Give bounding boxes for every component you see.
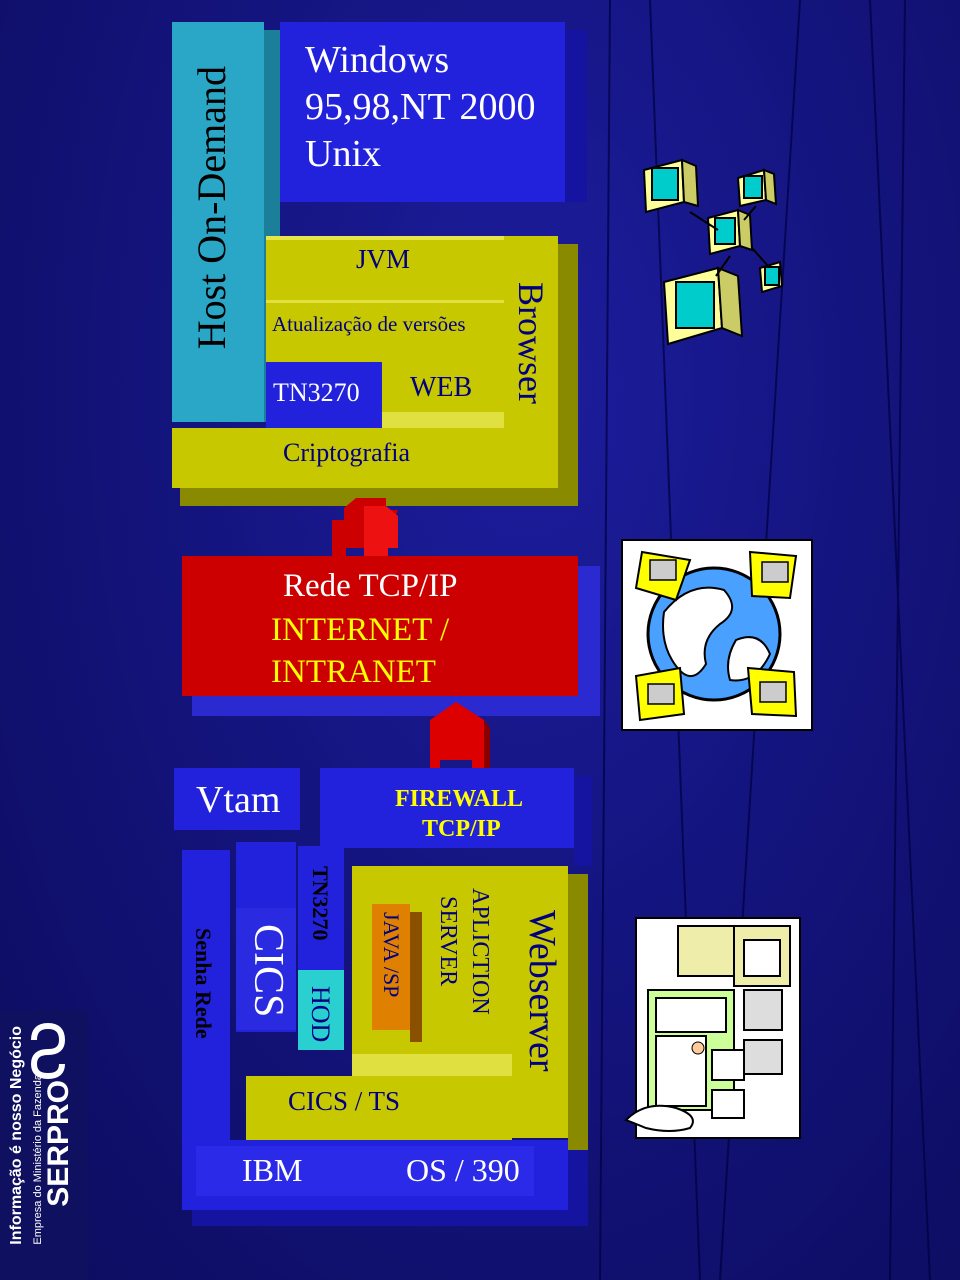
firewall-box (320, 768, 574, 848)
ibm-label: IBM (242, 1152, 303, 1188)
os390-base-side (568, 1150, 588, 1226)
network-box-side (578, 566, 600, 716)
app-server-line-2: SERVER (435, 896, 461, 987)
os-line-1: Windows (305, 39, 450, 81)
tn3270-mf-label: TN3270 (308, 866, 333, 941)
webserver-label: Webserver (521, 910, 563, 1072)
app-server-line-1: APLICTION (467, 888, 493, 1015)
webserver-box-side (568, 874, 588, 1160)
tn3270-box (266, 362, 382, 428)
vtam-label: Vtam (196, 779, 281, 821)
network-line-1: Rede TCP/IP (283, 568, 458, 604)
cics-box (236, 908, 296, 1030)
hod-box (298, 970, 344, 1050)
cics-ts-step (352, 1054, 512, 1076)
os390-base-bottom (192, 1210, 588, 1226)
firewall-line-1: FIREWALL (395, 786, 524, 812)
serpro-name: SERPRO (42, 1080, 75, 1207)
cics-label: CICS (245, 924, 291, 1018)
network-box-bottom (192, 696, 600, 716)
java-box (372, 904, 410, 1030)
os390-label: OS / 390 (406, 1152, 520, 1188)
java-label: JAVA /SP (379, 912, 404, 998)
web-label: WEB (410, 372, 473, 403)
serpro-sub: Empresa do Ministério da Fazenda (32, 1074, 44, 1245)
network-box (182, 556, 578, 696)
browser-label: Browser (511, 282, 551, 404)
firewall-box-side (574, 776, 592, 866)
network-line-2: INTERNET / (271, 612, 450, 648)
java-box-side (410, 912, 422, 1042)
os-line-2: 95,98,NT 2000 (305, 86, 536, 128)
os-box-side (565, 30, 587, 202)
firewall-line-2: TCP/IP (422, 816, 501, 842)
host-column (172, 22, 264, 422)
os-box (280, 22, 565, 202)
tn3270-column (298, 846, 344, 970)
network-line-3: INTRANET (271, 654, 436, 690)
os390-panel (196, 1146, 534, 1196)
cics-ts-label: CICS / TS (288, 1086, 401, 1116)
crypto-box-bottom (180, 488, 575, 506)
cics-ts-box (246, 1076, 512, 1140)
crypto-label: Criptografia (283, 438, 411, 467)
crypto-box (172, 428, 504, 488)
senha-label: Senha Rede (191, 928, 216, 1039)
webserver-box (512, 866, 568, 1138)
senha-column (182, 850, 230, 1140)
os-line-3: Unix (305, 133, 381, 175)
jvm-divider (266, 300, 504, 303)
browser-box (504, 236, 558, 488)
hod-label: HOD (306, 986, 335, 1043)
update-label: Atualização de versões (272, 312, 466, 336)
browser-box-side (558, 244, 578, 506)
tn3270-label: TN3270 (273, 378, 360, 407)
web-box-step (382, 412, 504, 428)
serpro-slogan: Informação é nosso Negócio (8, 1026, 25, 1245)
vtam-box (174, 768, 300, 830)
jvm-label: JVM (356, 244, 411, 274)
